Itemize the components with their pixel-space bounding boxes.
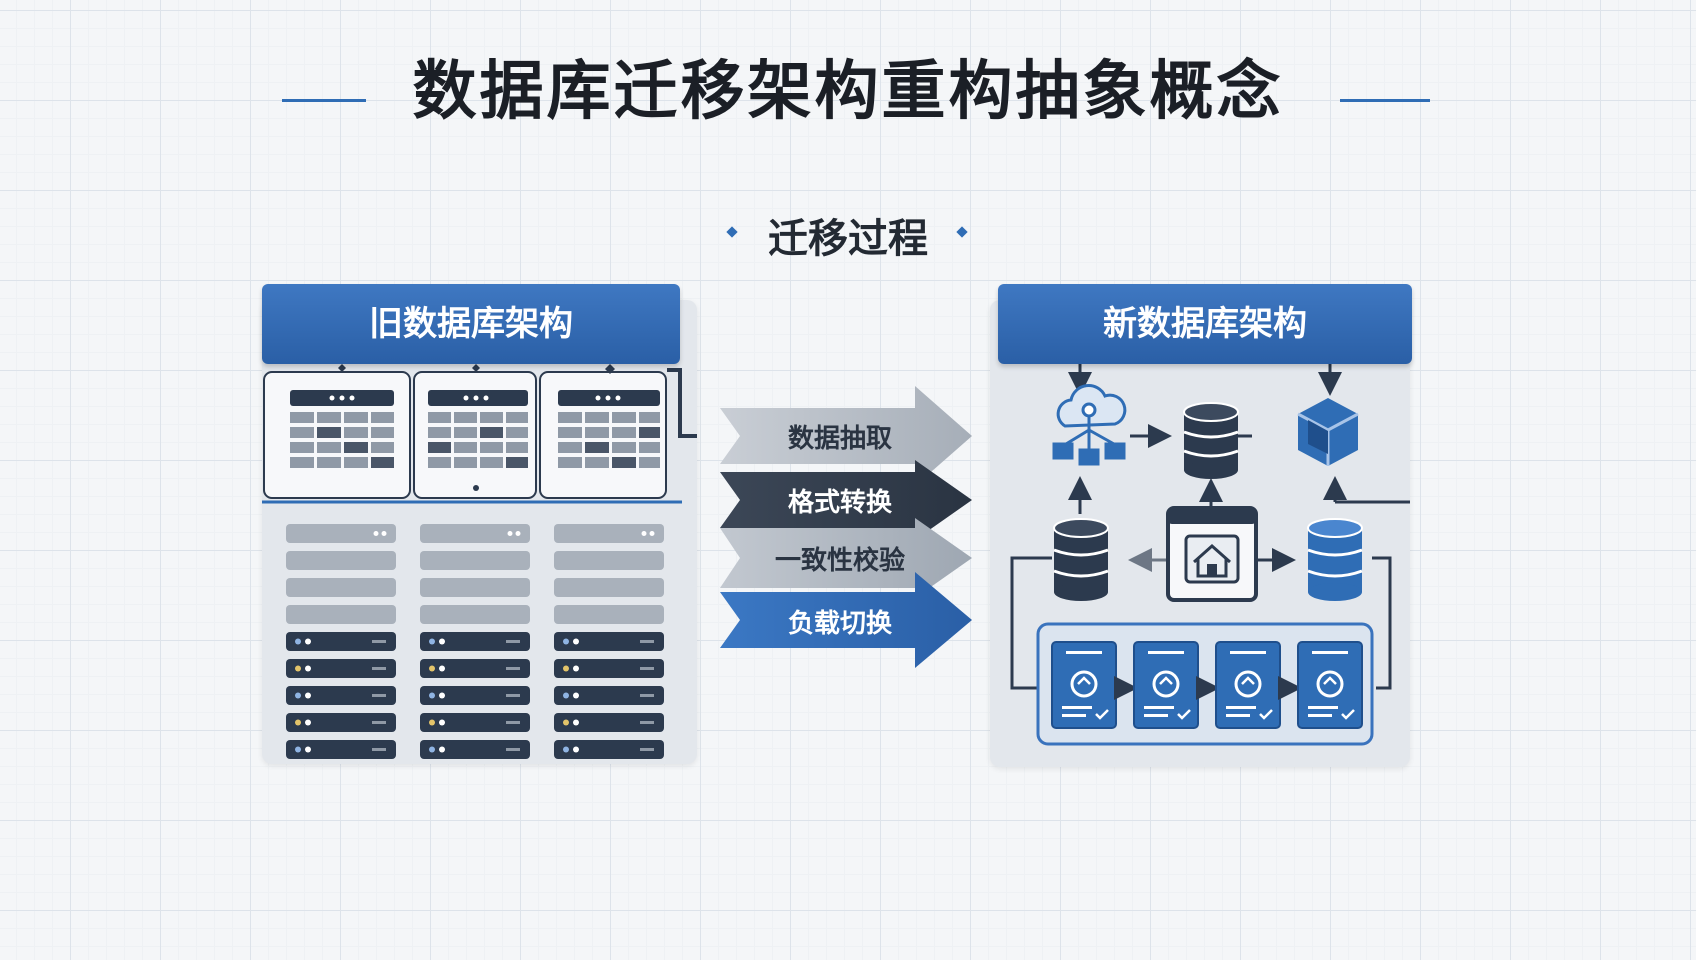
step-arrow-cutover: [720, 572, 972, 668]
service-module-group: [1036, 622, 1374, 746]
service-module-card: [1297, 641, 1363, 729]
cloud-network-icon: [1052, 384, 1127, 466]
server-unit: [286, 713, 396, 732]
step-label-cutover: 负载切换: [787, 609, 892, 639]
step-arrow-transform: [720, 460, 972, 540]
new-architecture-graphics: [1010, 344, 1410, 746]
step-label-validate: 一致性校验: [774, 546, 905, 576]
server-unit: [554, 632, 664, 651]
server-unit: [420, 551, 530, 570]
server-unit: [286, 578, 396, 597]
server-unit: [420, 524, 530, 543]
server-unit: [286, 605, 396, 624]
server-unit: [420, 740, 530, 759]
server-unit: [286, 524, 396, 543]
server-unit: [420, 605, 530, 624]
service-module-card: [1133, 641, 1199, 729]
server-unit: [554, 659, 664, 678]
database-icon-left: [1053, 518, 1109, 601]
server-unit: [554, 551, 664, 570]
server-unit: [554, 605, 664, 624]
server-rack-grid: [286, 524, 664, 759]
table-grid-card: [263, 364, 411, 499]
server-unit: [420, 659, 530, 678]
server-unit: [286, 632, 396, 651]
server-unit: [420, 713, 530, 732]
database-icon-right: [1307, 518, 1363, 601]
table-grid-card: [539, 364, 667, 499]
title-rule-right: [1340, 99, 1430, 102]
step-label-extract: 数据抽取: [787, 424, 892, 454]
step-label-transform: 格式转换: [787, 488, 892, 518]
server-unit: [420, 578, 530, 597]
cube-icon: [1297, 398, 1359, 466]
server-unit: [420, 686, 530, 705]
central-database-icon: [1183, 402, 1239, 479]
server-unit: [554, 740, 664, 759]
server-unit: [554, 713, 664, 732]
old-architecture-graphics: [262, 364, 697, 759]
server-unit: [286, 686, 396, 705]
step-arrow-extract: [720, 386, 972, 486]
page-title: 数据库迁移架构重构抽象概念: [412, 55, 1284, 129]
new-architecture-header: 新数据库架构: [998, 284, 1412, 364]
server-unit: [286, 659, 396, 678]
server-unit: [554, 524, 664, 543]
console-window-icon: [1166, 506, 1258, 602]
table-grid-card: [413, 364, 537, 499]
service-module-card: [1051, 641, 1117, 729]
server-unit: [554, 578, 664, 597]
title-rule-left: [282, 99, 366, 102]
server-unit: [286, 740, 396, 759]
server-unit: [420, 632, 530, 651]
old-architecture-header: 旧数据库架构: [262, 284, 680, 364]
server-unit: [286, 551, 396, 570]
step-arrow-validate: [720, 518, 972, 598]
section-subtitle: 迁移过程: [768, 216, 928, 262]
migration-steps: [720, 386, 972, 668]
server-unit: [554, 686, 664, 705]
service-module-card: [1215, 641, 1281, 729]
